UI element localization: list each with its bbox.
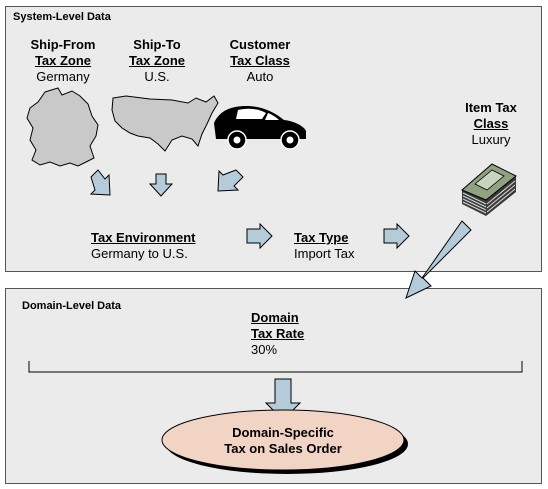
usa-map-icon	[111, 95, 219, 152]
ship-from-line1: Ship-From	[30, 37, 96, 52]
money-stack-icon	[461, 163, 517, 216]
domain-level-title: Domain-Level Data	[22, 300, 122, 312]
customer-value: Auto	[246, 69, 274, 84]
arrow-type-to-item	[383, 222, 410, 250]
arrow-auto-to-env	[217, 169, 244, 192]
tax-env-value: Germany to U.S.	[91, 246, 188, 261]
ship-to-line1: Ship-To	[133, 37, 181, 52]
arrow-env-to-type	[246, 222, 273, 250]
domain-rate-line1: Domain	[251, 310, 299, 325]
customer-line2: Tax Class	[230, 53, 290, 68]
domain-rate-value: 30%	[251, 342, 278, 357]
system-level-title: System-Level Data	[13, 11, 111, 23]
result-line2: Tax on Sales Order	[224, 441, 342, 456]
ship-to-value: U.S.	[144, 69, 170, 84]
germany-map-icon	[26, 87, 99, 167]
tax-type-value: Import Tax	[294, 246, 355, 261]
arrow-item-to-domain	[405, 220, 472, 299]
item-line2: Class	[473, 116, 509, 131]
tax-type-title: Tax Type	[294, 230, 349, 245]
arrow-us-to-env	[148, 173, 174, 197]
item-value: Luxury	[471, 132, 511, 147]
domain-rate-bracket	[28, 361, 523, 373]
ship-from-value: Germany	[36, 69, 90, 84]
sports-car-icon	[214, 106, 306, 150]
ship-to-line2: Tax Zone	[128, 53, 186, 68]
result-line1: Domain-Specific	[232, 425, 334, 440]
tax-env-title: Tax Environment	[91, 230, 196, 245]
domain-rate-line2: Tax Rate	[251, 326, 305, 341]
customer-line1: Customer	[229, 37, 291, 52]
arrow-germany-to-env	[89, 169, 111, 196]
ship-from-line2: Tax Zone	[34, 53, 92, 68]
result-oval	[161, 409, 405, 471]
item-line1: Item Tax	[465, 100, 517, 115]
